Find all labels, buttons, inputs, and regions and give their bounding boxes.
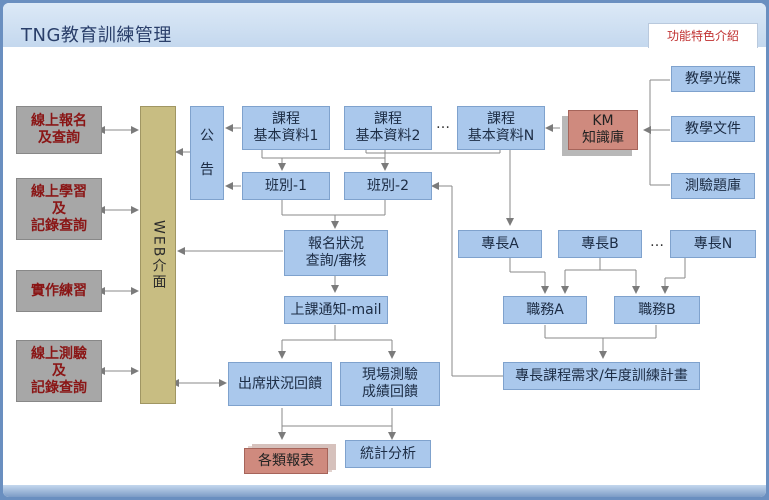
feature-tab[interactable]: 功能特色介紹 bbox=[648, 23, 758, 48]
skill-b-box[interactable]: 專長B bbox=[558, 230, 642, 258]
web-interface-bar[interactable]: WEB介面 bbox=[140, 106, 176, 404]
header-bar: TNG教育訓練管理 功能特色介紹 bbox=[3, 3, 766, 48]
skill-a-box[interactable]: 專長A bbox=[458, 230, 542, 258]
class-notice-mail-box[interactable]: 上課通知-mail bbox=[284, 296, 388, 324]
skill-n-box[interactable]: 專長N bbox=[670, 230, 756, 258]
online-testing-box[interactable]: 線上測驗 及 記錄查詢 bbox=[16, 340, 102, 402]
skill-ellipsis: … bbox=[650, 234, 664, 250]
course-data-2-box[interactable]: 課程 基本資料2 bbox=[344, 106, 432, 150]
attendance-feedback-box[interactable]: 出席狀況回饋 bbox=[228, 362, 332, 406]
practice-box[interactable]: 實作練習 bbox=[16, 270, 102, 312]
km-knowledge-base-box[interactable]: KM 知識庫 bbox=[568, 110, 638, 150]
course-data-1-box[interactable]: 課程 基本資料1 bbox=[242, 106, 330, 150]
course-data-n-box[interactable]: 課程 基本資料N bbox=[457, 106, 545, 150]
test-bank-box[interactable]: 測驗題庫 bbox=[671, 173, 755, 199]
statistics-box[interactable]: 統計分析 bbox=[345, 440, 431, 468]
online-registration-box[interactable]: 線上報名 及查詢 bbox=[16, 106, 102, 154]
announcement-box[interactable]: 公 告 bbox=[190, 106, 224, 200]
reports-box[interactable]: 各類報表 bbox=[244, 448, 328, 474]
registration-status-box[interactable]: 報名狀況 查詢/審核 bbox=[284, 230, 388, 276]
online-learning-box[interactable]: 線上學習 及 記錄查詢 bbox=[16, 178, 102, 240]
footer-bar bbox=[3, 485, 766, 497]
class-1-box[interactable]: 班別-1 bbox=[242, 172, 330, 200]
course-ellipsis: … bbox=[436, 116, 450, 132]
teaching-disc-box[interactable]: 教學光碟 bbox=[671, 66, 755, 92]
class-2-box[interactable]: 班別-2 bbox=[344, 172, 432, 200]
job-b-box[interactable]: 職務B bbox=[614, 296, 700, 324]
onsite-test-score-box[interactable]: 現場測驗 成績回饋 bbox=[340, 362, 440, 406]
job-a-box[interactable]: 職務A bbox=[503, 296, 587, 324]
training-plan-box[interactable]: 專長課程需求/年度訓練計畫 bbox=[503, 362, 700, 390]
teaching-docs-box[interactable]: 教學文件 bbox=[671, 116, 755, 142]
page-title: TNG教育訓練管理 bbox=[21, 25, 172, 46]
